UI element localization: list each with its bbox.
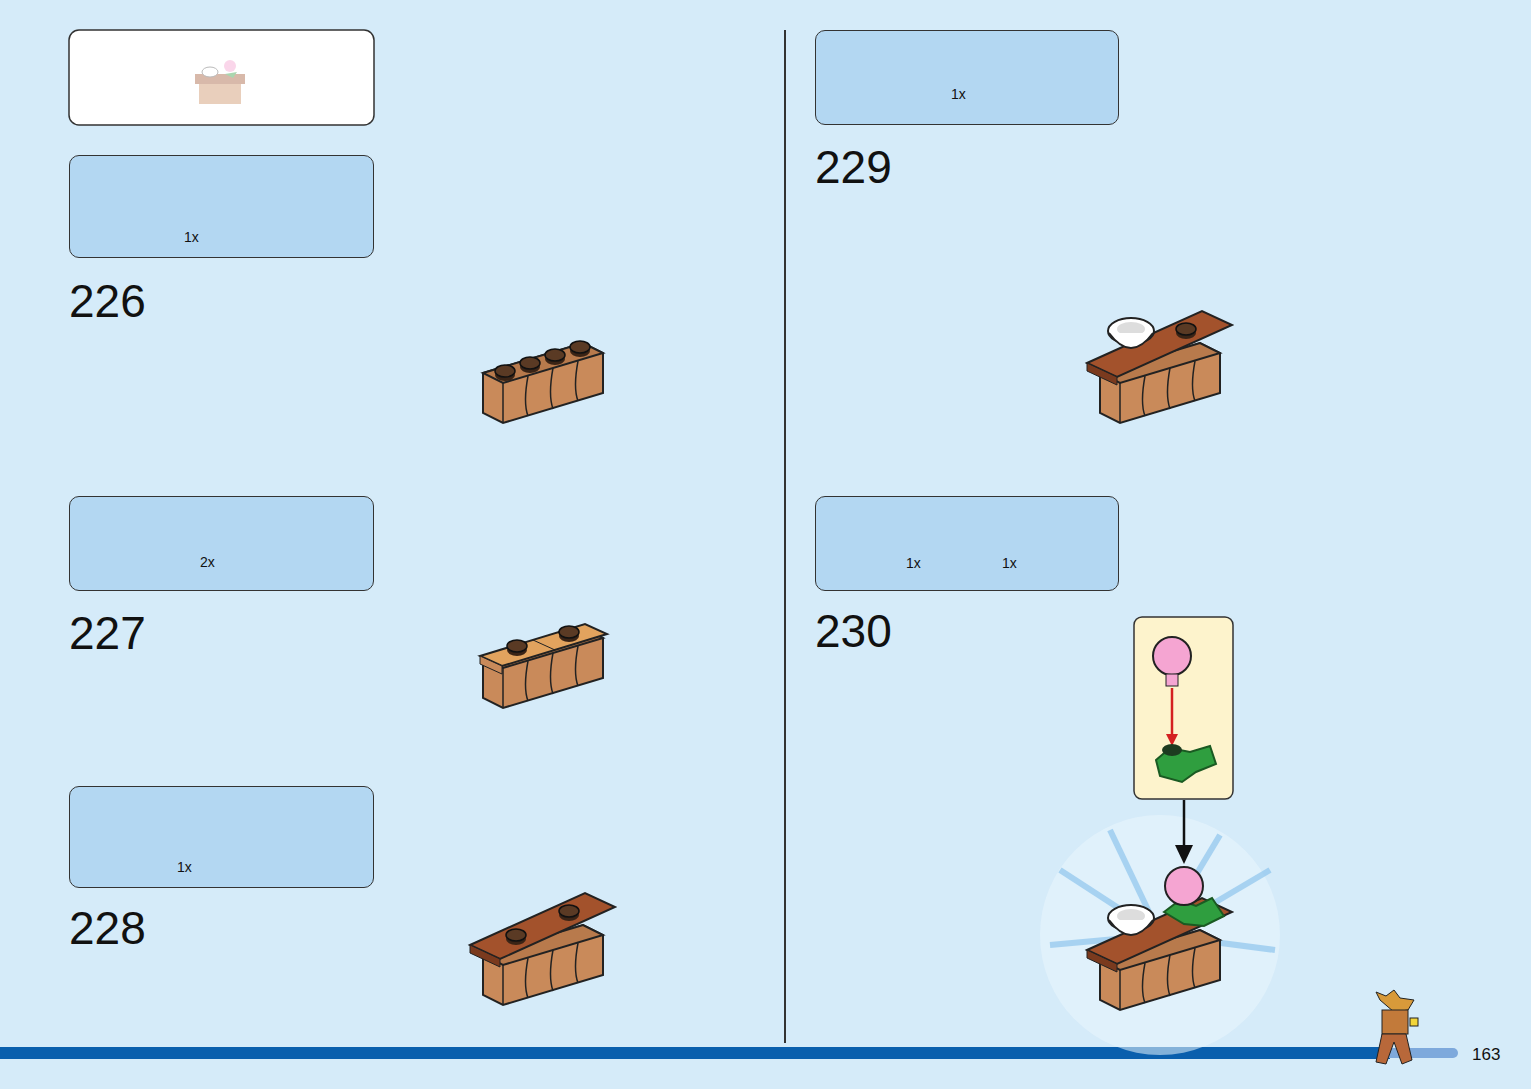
step-number: 227 [69, 606, 146, 660]
part-quantity: 1x [177, 859, 192, 875]
part-quantity: 2x [200, 554, 215, 570]
parts-box: 1x [815, 30, 1119, 125]
part-quantity: 1x [906, 555, 921, 571]
parts-box: 1x [69, 786, 374, 888]
step-number: 226 [69, 274, 146, 328]
step-number: 229 [815, 140, 892, 194]
part-quantity: 1x [184, 229, 199, 245]
part-quantity: 1x [951, 86, 966, 102]
parts-box: 1x 1x [815, 496, 1119, 591]
part-quantity: 1x [1002, 555, 1017, 571]
step-number: 228 [69, 901, 146, 955]
parts-box: 1x [69, 155, 374, 258]
step-number: 230 [815, 604, 892, 658]
parts-box: 2x [69, 496, 374, 591]
page-number: 163 [1472, 1045, 1500, 1065]
